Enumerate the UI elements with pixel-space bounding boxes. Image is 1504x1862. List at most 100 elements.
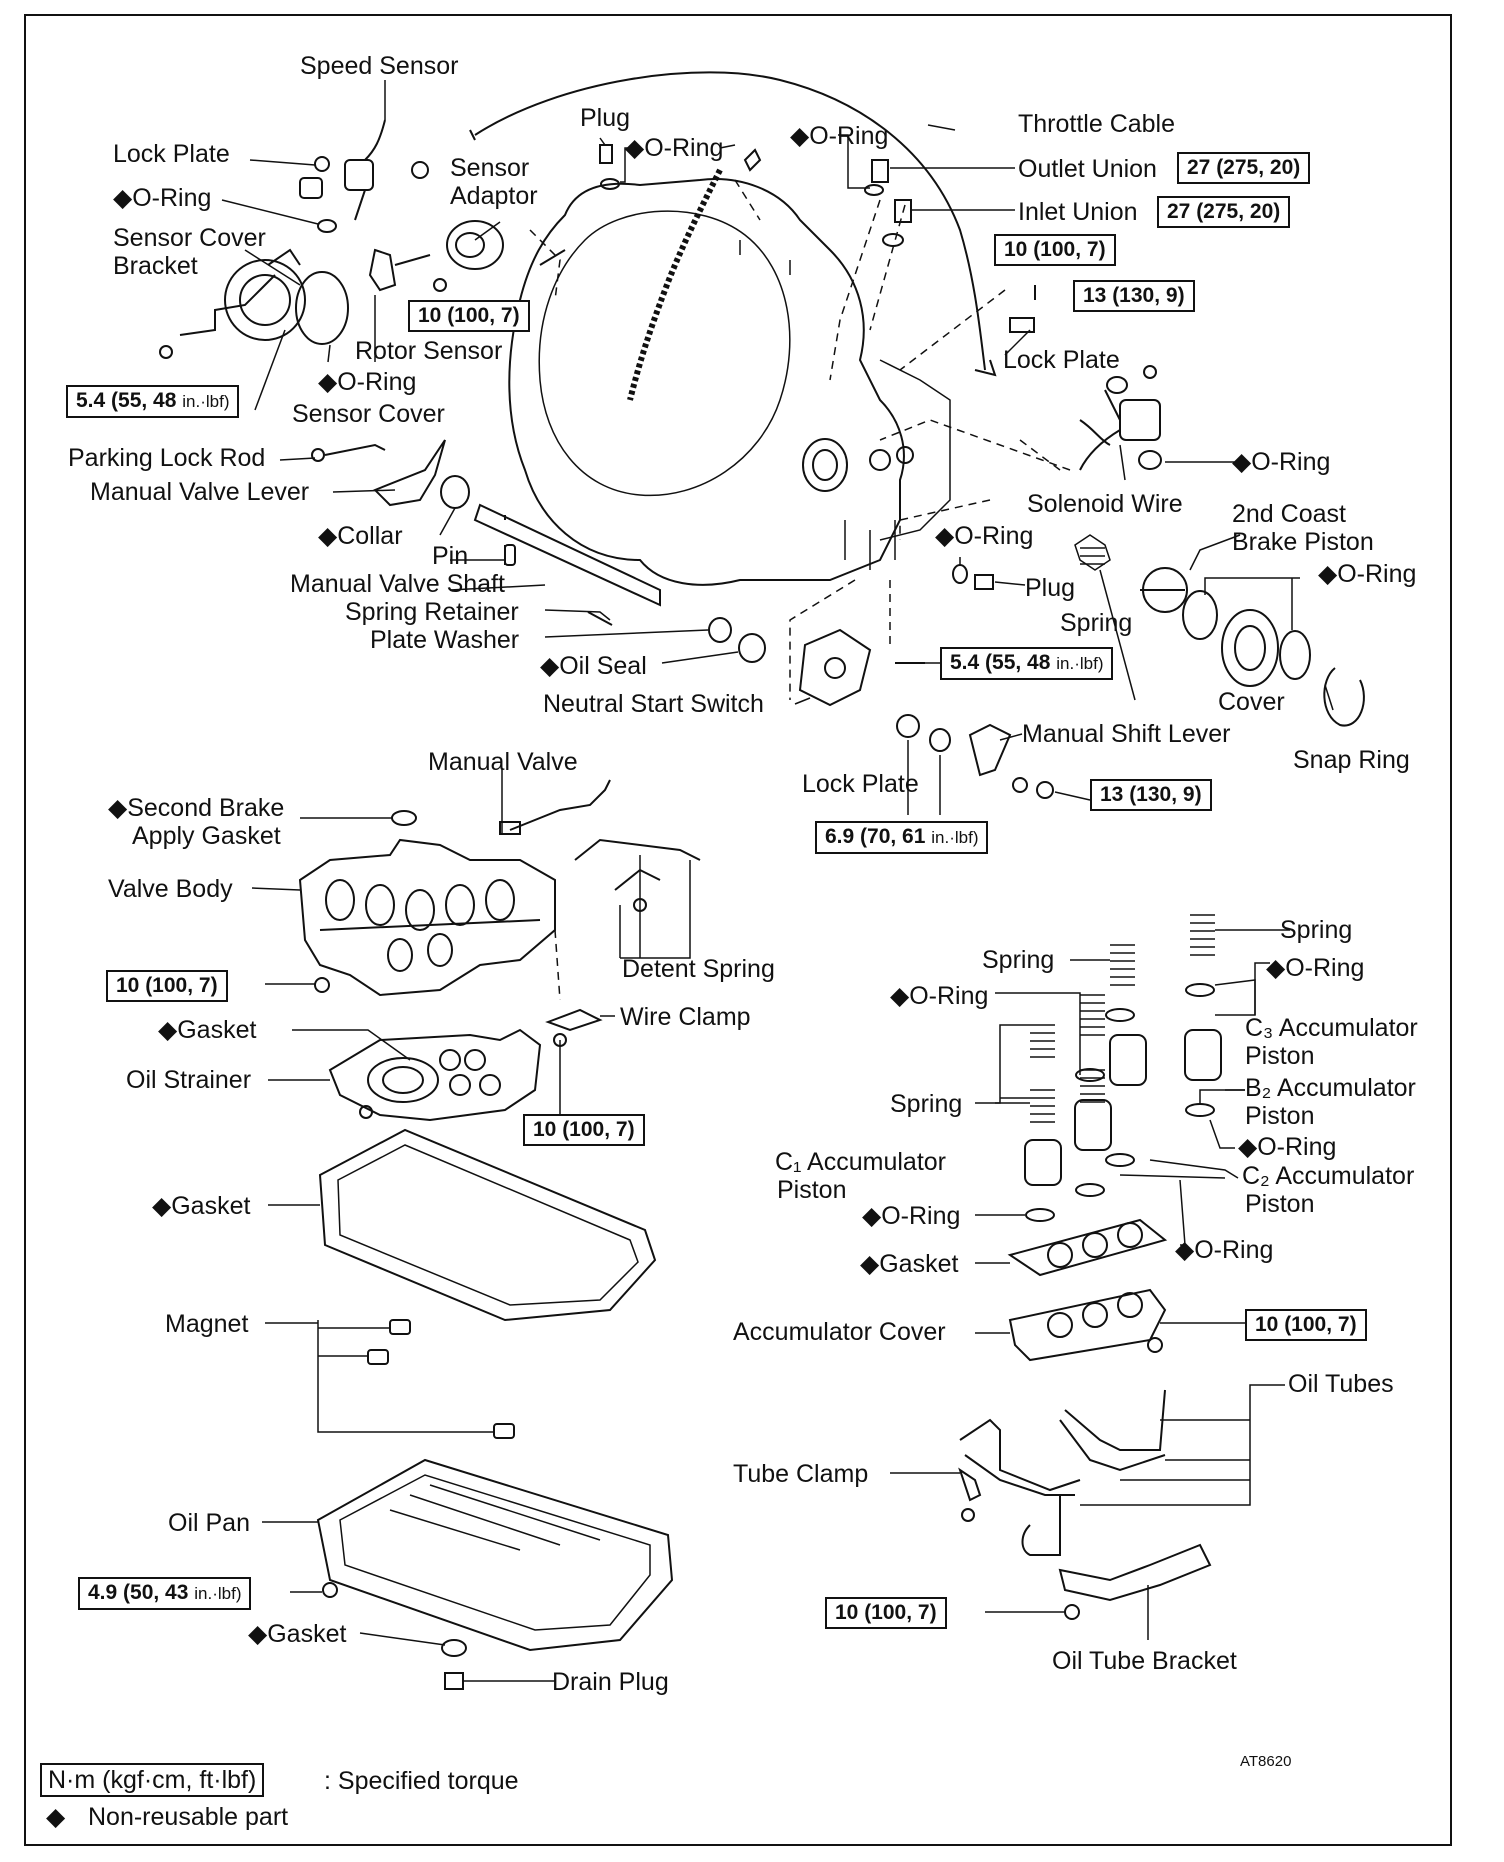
label-parking-lock-rod: Parking Lock Rod: [68, 444, 266, 472]
torque-neutral-start-switch-unit: in.·lbf): [1056, 654, 1104, 673]
oil-strainer-drawing: [328, 1028, 542, 1122]
torque-accumulator-cover-bolt: 10 (100, 7): [1245, 1309, 1367, 1341]
label-sensor-cover-bracket-1: Sensor Cover: [113, 224, 266, 252]
legend-diamond-symbol: ◆: [46, 1803, 66, 1831]
oil-tube-bracket-bolt-drawing: [1064, 1604, 1080, 1620]
label-c1-acc-2: Piston: [777, 1176, 847, 1204]
pan-bolt-drawing: [322, 1582, 338, 1598]
label-tube-clamp: Tube Clamp: [733, 1460, 869, 1488]
label-manual-shift-lever: Manual Shift Lever: [1022, 720, 1231, 748]
oil-seal-drawing: [738, 633, 766, 663]
torque-oil-pan-bolt-value: 4.9 (50, 43: [88, 1581, 195, 1604]
label-detent-spring: Detent Spring: [622, 955, 775, 983]
oil-pan-drawing: [316, 1458, 674, 1652]
magnet-2-drawing: [367, 1349, 389, 1365]
label-pin: Pin: [432, 542, 469, 570]
label-oil-tubes: Oil Tubes: [1288, 1370, 1394, 1398]
torque-oil-pan-bolt-unit: in.·lbf): [194, 1584, 242, 1603]
torque-neutral-start-switch-value: 5.4 (55, 48: [950, 651, 1057, 674]
wire-clamp-drawing: [545, 1008, 603, 1032]
label-second-brake-2: Apply Gasket: [132, 822, 281, 850]
torque-oil-strainer-bolt: 10 (100, 7): [523, 1114, 645, 1146]
neutral-start-switch-drawing: [798, 628, 925, 707]
torque-lock-plate-bolt: 10 (100, 7): [994, 234, 1116, 266]
magnet-1-drawing: [389, 1319, 411, 1335]
label-manual-valve-shaft: Manual Valve Shaft: [290, 570, 505, 598]
label-spring-4: Spring: [890, 1090, 963, 1118]
acc-cover-bolt-drawing: [1147, 1337, 1163, 1353]
label-sensor-adaptor-2: Adaptor: [450, 182, 538, 210]
inlet-union-drawing: [894, 199, 912, 223]
outlet-union-drawing: [871, 159, 889, 183]
label-o-ring-10: ◆O-Ring: [1238, 1133, 1337, 1161]
plug-1-drawing: [599, 144, 613, 164]
valve-body-drawing: [298, 838, 556, 997]
manual-shift-lever-drawing: [896, 714, 1054, 799]
torque-manual-shift-lever-nut: 13 (130, 9): [1090, 779, 1212, 811]
torque-rotor-sensor-bolt: 10 (100, 7): [408, 300, 530, 332]
torque-sensor-cover-bracket-value: 5.4 (55, 48: [76, 389, 183, 412]
plug-2-drawing: [974, 574, 994, 590]
label-o-ring-4: ◆O-Ring: [318, 368, 417, 396]
accumulator-parts-drawing: [1030, 914, 1215, 1123]
label-o-ring-9: ◆O-Ring: [890, 982, 989, 1010]
o-ring-5-drawing: [952, 564, 968, 584]
torque-neutral-start-switch: 5.4 (55, 48 in.·lbf): [940, 647, 1114, 680]
o-ring-2-drawing: [600, 178, 620, 190]
label-gasket-3: ◆Gasket: [248, 1620, 347, 1648]
detent-spring-drawing: [574, 838, 701, 891]
magnet-3-drawing: [493, 1423, 515, 1439]
torque-lock-plate-nut: 6.9 (70, 61 in.·lbf): [815, 821, 989, 854]
label-oil-pan: Oil Pan: [168, 1509, 250, 1537]
accumulator-pistons-drawing: [1024, 1029, 1222, 1186]
breather-drawing: [743, 148, 762, 172]
label-magnet: Magnet: [165, 1310, 249, 1338]
legend-diamond-desc: Non-reusable part: [88, 1803, 289, 1831]
o-ring-3-drawing: [864, 184, 884, 196]
label-lock-plate-2: Lock Plate: [1003, 346, 1120, 374]
diagram-frame: [24, 14, 1452, 1846]
strainer-bolt-drawing: [359, 1105, 373, 1119]
label-spring-3: Spring: [982, 946, 1055, 974]
label-gasket-1: ◆Gasket: [158, 1016, 257, 1044]
label-cover: Cover: [1218, 688, 1285, 716]
label-plug-2: Plug: [1025, 574, 1076, 602]
figure-code: AT8620: [1240, 1753, 1292, 1770]
vent-hose-drawing: [627, 168, 723, 401]
label-o-ring-6: ◆O-Ring: [935, 522, 1034, 550]
speed-sensor-drawing: [344, 119, 429, 221]
label-o-ring-8: ◆O-Ring: [1266, 954, 1365, 982]
label-oil-tube-bracket: Oil Tube Bracket: [1052, 1647, 1237, 1675]
lock-plate-2-drawing: [1009, 317, 1035, 333]
transmission-case: [508, 178, 951, 586]
accumulator-gasket-drawing: [1007, 1218, 1168, 1277]
torque-oil-tube-bracket-bolt: 10 (100, 7): [825, 1597, 947, 1629]
drain-gasket-drawing: [441, 1639, 467, 1657]
label-lock-plate-1: Lock Plate: [113, 140, 230, 168]
label-sensor-adaptor-1: Sensor: [450, 154, 530, 182]
label-c3-acc-2: Piston: [1245, 1042, 1315, 1070]
label-rotor-sensor: Rotor Sensor: [355, 337, 503, 365]
drain-plug-drawing: [444, 1672, 464, 1690]
label-b2-acc-2: Piston: [1245, 1102, 1315, 1130]
torque-lock-plate-nut-value: 6.9 (70, 61: [825, 825, 932, 848]
legend-torque-box: N·m (kgf·cm, ft·lbf): [40, 1763, 265, 1797]
label-second-brake-1: ◆Second Brake: [108, 794, 285, 822]
lock-plate-1-drawing: [299, 177, 323, 199]
label-sensor-cover: Sensor Cover: [292, 400, 445, 428]
tube-clamp-drawing: [958, 1467, 982, 1502]
label-b2-acc-1: B₂ Accumulator: [1245, 1074, 1416, 1102]
manual-valve-end-drawing: [499, 821, 521, 835]
rotor-sensor-drawing: [368, 248, 447, 292]
torque-solenoid-bolt: 13 (130, 9): [1073, 280, 1195, 312]
label-outlet-union: Outlet Union: [1018, 155, 1157, 183]
oil-tube-bracket-drawing: [1058, 1543, 1212, 1602]
manual-valve-linkage-drawing: [311, 439, 661, 626]
torque-inlet-union: 27 (275, 20): [1157, 196, 1291, 228]
oil-tubes-drawing: [959, 1389, 1166, 1556]
label-o-ring-11: ◆O-Ring: [862, 1202, 961, 1230]
label-second-coast-2: Brake Piston: [1232, 528, 1374, 556]
label-valve-body: Valve Body: [108, 875, 233, 903]
